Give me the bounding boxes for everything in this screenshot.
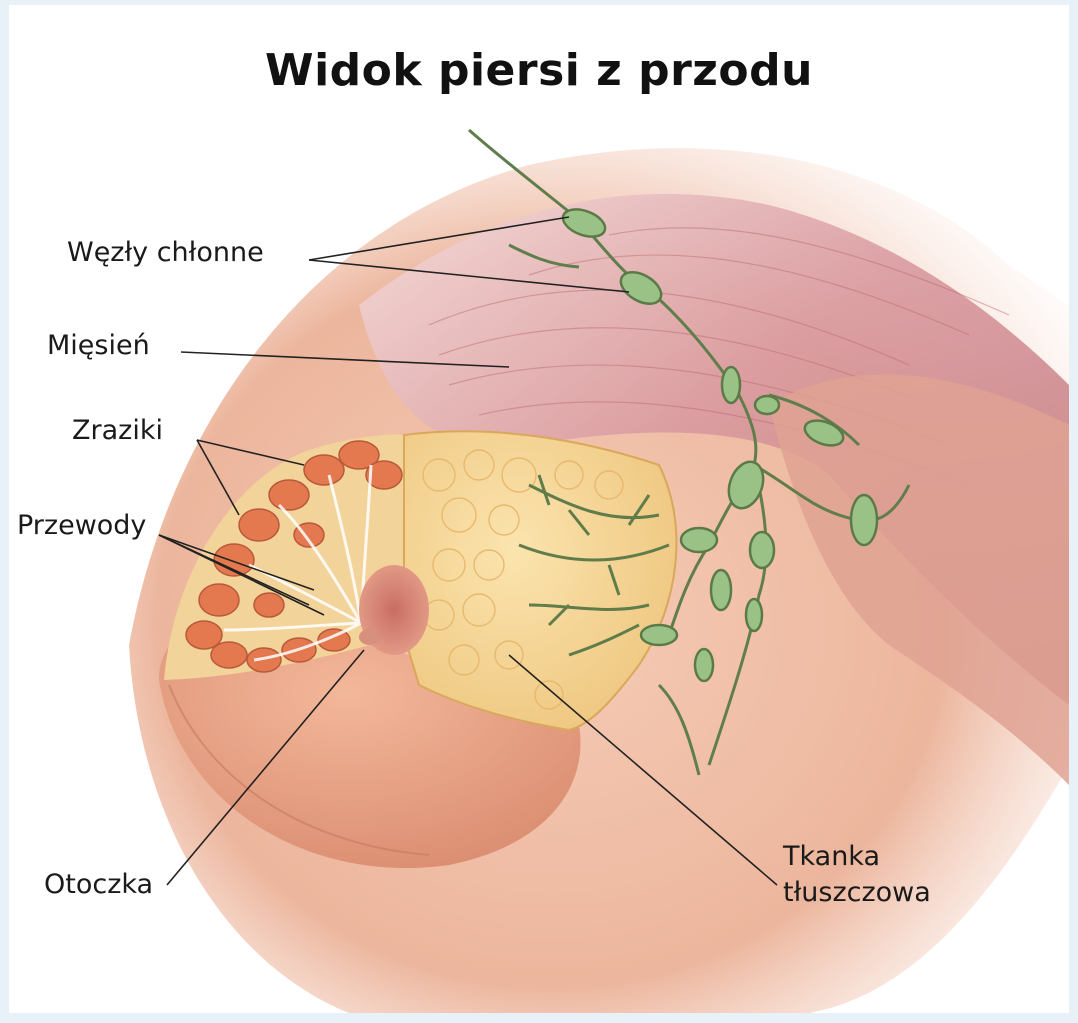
label-fat-tissue-line1: Tkanka — [783, 839, 931, 875]
label-fat-tissue-line2: tłuszczowa — [783, 875, 931, 911]
anatomy-figure: Widok piersi z przodu Węzły chłonne Mięs… — [9, 5, 1069, 1013]
label-ducts: Przewody — [17, 510, 146, 541]
label-muscle: Mięsień — [47, 330, 150, 361]
label-lymph-nodes: Węzły chłonne — [67, 237, 264, 268]
label-lobules: Zraziki — [72, 415, 163, 446]
label-fat-tissue: Tkanka tłuszczowa — [783, 839, 931, 911]
page-title: Widok piersi z przodu — [9, 45, 1069, 96]
label-areola: Otoczka — [44, 869, 153, 900]
